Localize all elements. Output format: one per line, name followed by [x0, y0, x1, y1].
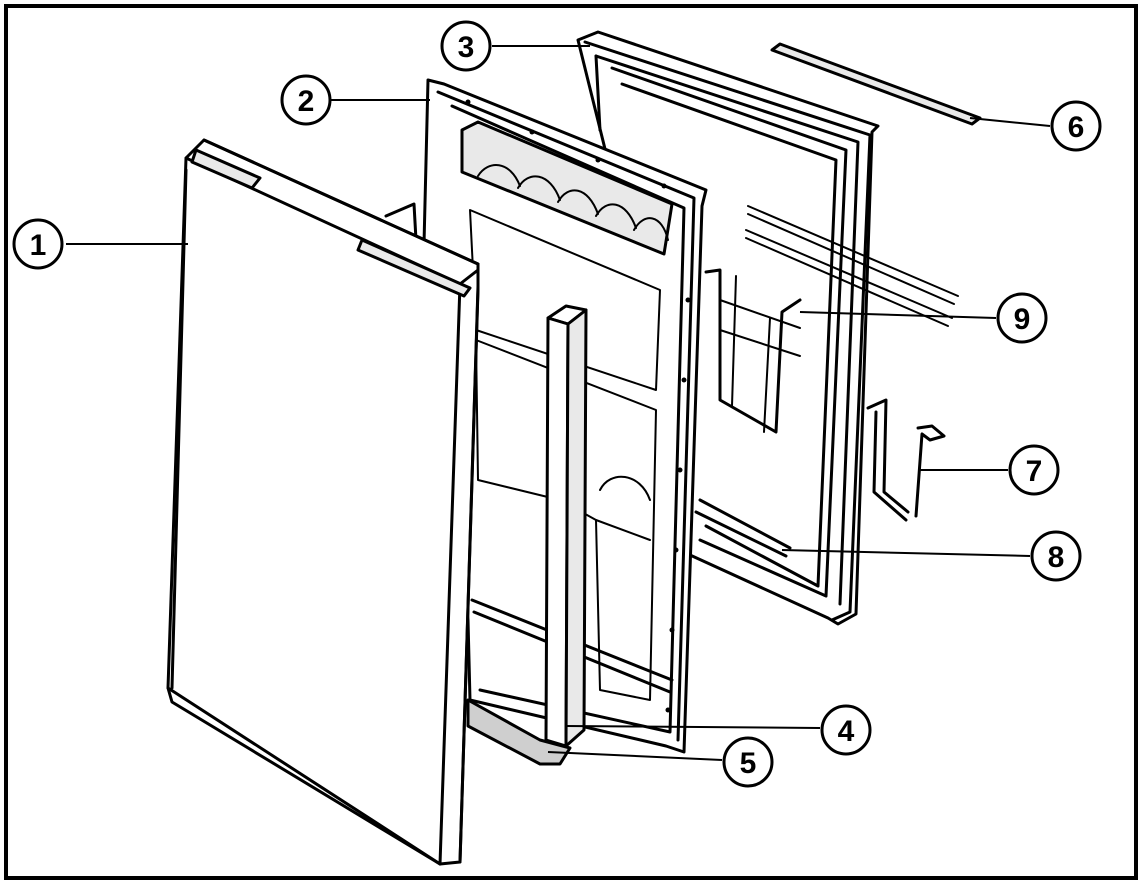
callout-1-label: 1 — [30, 229, 47, 262]
callout-7: 7 — [1008, 444, 1060, 496]
callout-6: 6 — [1050, 100, 1102, 152]
callout-5-label: 5 — [740, 747, 757, 780]
leader-5 — [547, 751, 723, 761]
callout-4: 4 — [820, 704, 872, 756]
callout-2-circle — [280, 74, 332, 126]
callout-2-label: 2 — [298, 85, 315, 118]
callout-4-circle — [820, 704, 872, 756]
part-1-door-outer-panel — [166, 138, 480, 866]
callout-1: 1 — [12, 218, 64, 270]
callout-5: 5 — [722, 736, 774, 788]
callout-1-circle — [12, 218, 64, 270]
callout-5-circle — [722, 736, 774, 788]
callout-3-label: 3 — [458, 31, 475, 64]
callout-8-circle — [1030, 530, 1082, 582]
callout-9: 9 — [996, 292, 1048, 344]
callout-8: 8 — [1030, 530, 1082, 582]
leader-8 — [781, 549, 1031, 557]
callout-6-circle — [1050, 100, 1102, 152]
part-8-door-shelf-bar — [694, 498, 792, 558]
callout-2: 2 — [280, 74, 332, 126]
callout-9-label: 9 — [1014, 303, 1031, 336]
callout-9-circle — [996, 292, 1048, 344]
callout-6-label: 6 — [1068, 111, 1085, 144]
part-4-door-handle — [544, 304, 588, 748]
callout-3: 3 — [440, 20, 492, 72]
leader-lines — [66, 45, 1051, 761]
callout-7-label: 7 — [1026, 455, 1043, 488]
callout-8-label: 8 — [1048, 541, 1065, 574]
part-9-shelf-rack — [704, 205, 959, 434]
part-5-handle-end-cap — [466, 698, 572, 766]
callout-7-circle — [1008, 444, 1060, 496]
leader-9 — [799, 311, 997, 319]
leader-6 — [969, 117, 1051, 127]
callout-4-label: 4 — [838, 715, 855, 748]
part-7-retainer-bracket — [866, 398, 946, 522]
callout-3-circle — [440, 20, 492, 72]
leader-4 — [565, 725, 821, 729]
